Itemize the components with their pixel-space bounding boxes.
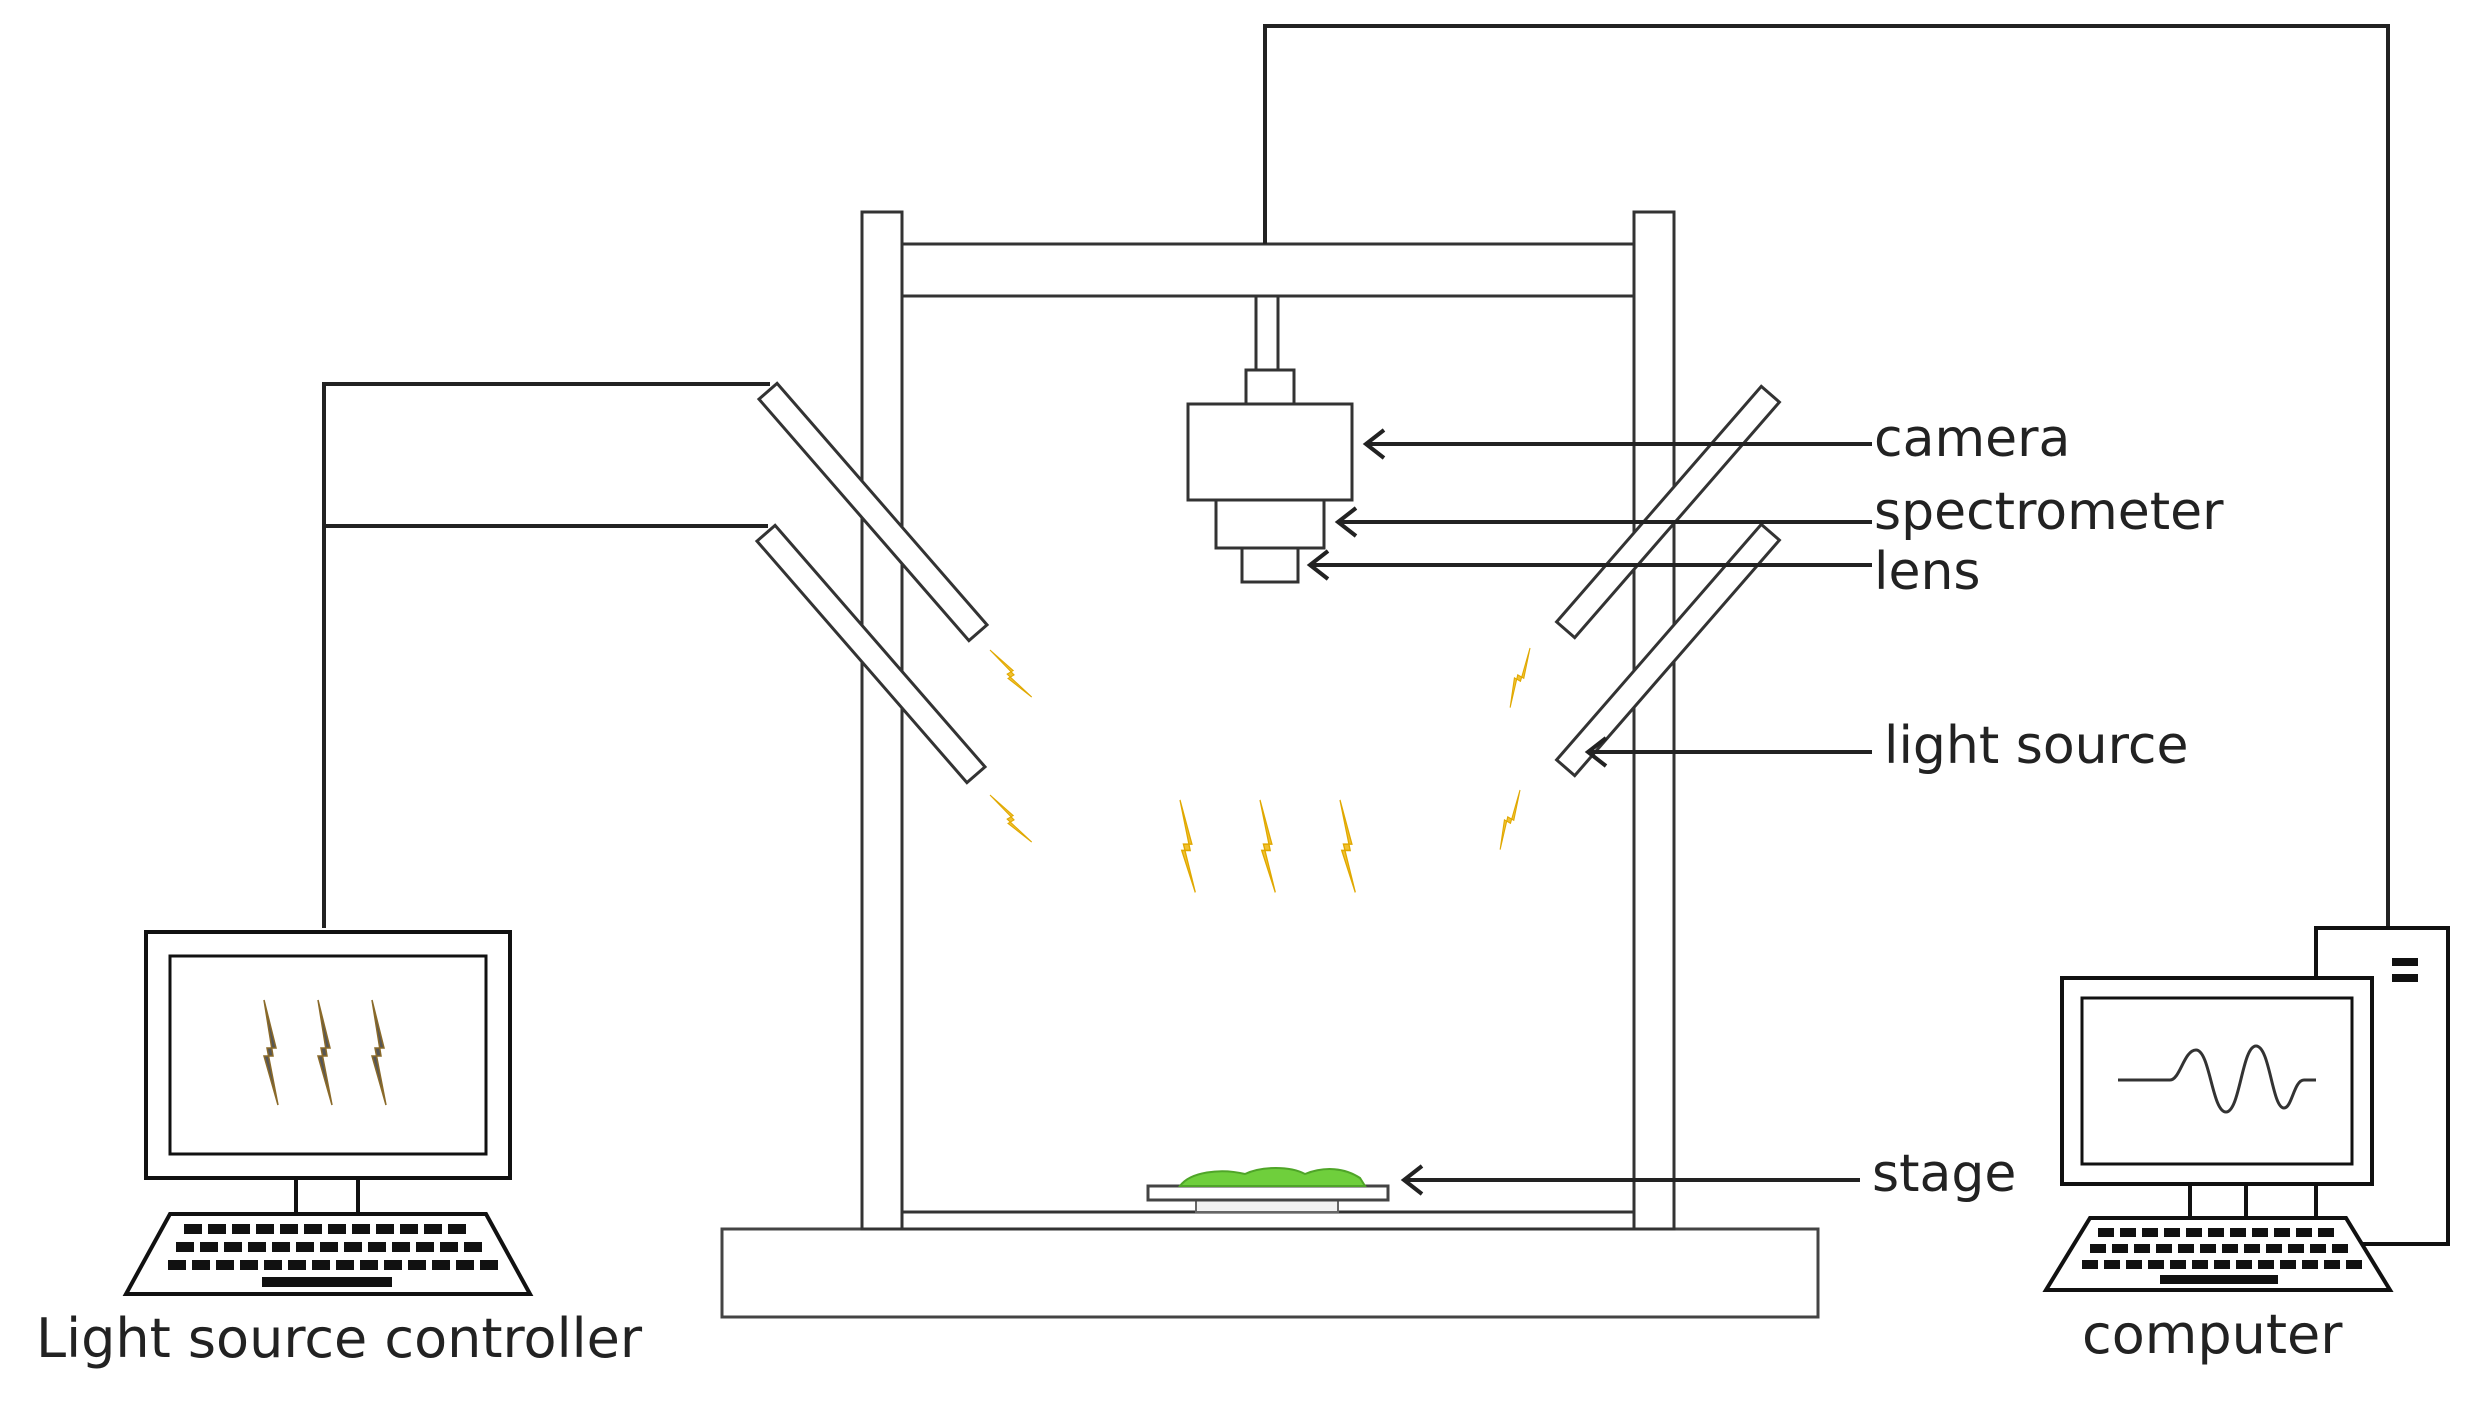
light-ray-center-2 xyxy=(1259,799,1277,894)
light-source-lower-right xyxy=(1554,522,1782,778)
stage-base-block xyxy=(1195,1199,1339,1213)
cable-computer-to-frame xyxy=(1263,24,2390,928)
label-light-source: light source xyxy=(1884,716,2189,776)
camera-mount-block xyxy=(1244,368,1296,406)
label-spectrometer: spectrometer xyxy=(1874,482,2224,542)
computer-device xyxy=(2042,926,2450,1292)
label-lens: lens xyxy=(1874,542,1981,602)
light-ray-left-lower xyxy=(989,788,1033,849)
right-post xyxy=(1632,210,1676,1231)
controller-screen xyxy=(168,954,488,1156)
camera-mount-rod xyxy=(1254,294,1280,372)
light-source-upper-right xyxy=(1554,384,1782,640)
light-ray-center-3 xyxy=(1339,799,1357,894)
base-platform xyxy=(720,1227,1820,1319)
cable-controller-upper xyxy=(322,382,770,928)
camera-body xyxy=(1186,402,1354,502)
light-ray-right-lower xyxy=(1488,789,1532,851)
bottom-crossbar xyxy=(900,1210,1636,1231)
controller-monitor-neck xyxy=(294,1176,360,1216)
stage-assembly xyxy=(1146,1167,1390,1213)
stage-plate xyxy=(1146,1184,1390,1202)
lens-body xyxy=(1240,546,1300,584)
tower-slot-2 xyxy=(2392,974,2418,982)
spectrometer-body xyxy=(1214,498,1326,550)
label-stage: stage xyxy=(1872,1144,2017,1204)
top-crossbar xyxy=(900,242,1636,298)
light-source-upper-left xyxy=(756,381,990,643)
tower-slot-1 xyxy=(2392,958,2418,966)
light-source-controller-device xyxy=(122,930,534,1296)
light-ray-center-1 xyxy=(1179,799,1197,894)
left-post xyxy=(860,210,904,1231)
waveform-icon xyxy=(2118,1044,2316,1114)
computer-monitor-neck xyxy=(2188,1182,2248,1220)
label-light-source-controller: Light source controller xyxy=(36,1307,643,1370)
light-ray-right-upper xyxy=(1498,647,1542,709)
label-camera: camera xyxy=(1874,409,2071,469)
light-ray-left-upper xyxy=(989,643,1033,704)
sample-leaves xyxy=(1178,1167,1367,1187)
callout-arrows xyxy=(1306,428,1872,1196)
label-computer: computer xyxy=(2082,1303,2343,1366)
light-source-lower-left xyxy=(754,523,988,785)
